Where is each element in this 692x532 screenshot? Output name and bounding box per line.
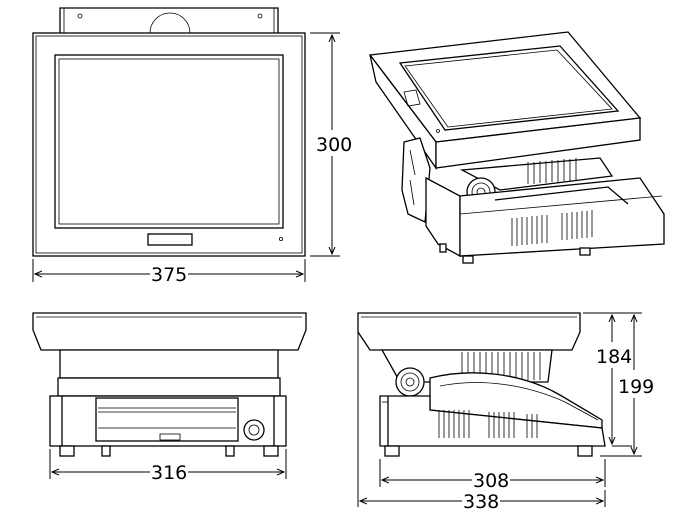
neck-vents <box>527 158 577 184</box>
dim-label-side-upper-height: 184 <box>596 346 632 368</box>
dim-side-base-depth: 308 <box>379 459 606 492</box>
dim-label-front-width: 375 <box>151 264 187 286</box>
perspective-view <box>368 31 665 264</box>
dim-rear-width: 316 <box>49 449 287 484</box>
front-view <box>32 7 306 257</box>
side-view <box>357 312 606 457</box>
side-base-vents-2 <box>488 412 515 438</box>
base-vents-left <box>511 215 548 246</box>
side-base-vents-1 <box>438 410 470 438</box>
dim-label-side-base-depth: 308 <box>473 470 509 492</box>
dim-label-side-total-height: 199 <box>618 376 654 398</box>
side-base-vents-3 <box>526 414 538 438</box>
rear-view <box>32 312 307 457</box>
dim-side-total-height: 199 <box>600 315 654 457</box>
dim-label-side-total-depth: 338 <box>463 491 499 513</box>
dim-front-height: 300 <box>310 32 352 257</box>
dim-side-upper-height: 184 <box>583 312 642 447</box>
dim-front-width: 375 <box>32 259 306 286</box>
dim-label-front-height: 300 <box>316 134 352 156</box>
base-vents-right <box>561 210 593 240</box>
side-neck-vents <box>461 352 541 380</box>
dim-label-rear-width: 316 <box>151 462 187 484</box>
dim-side-total-depth: 338 <box>357 313 606 513</box>
